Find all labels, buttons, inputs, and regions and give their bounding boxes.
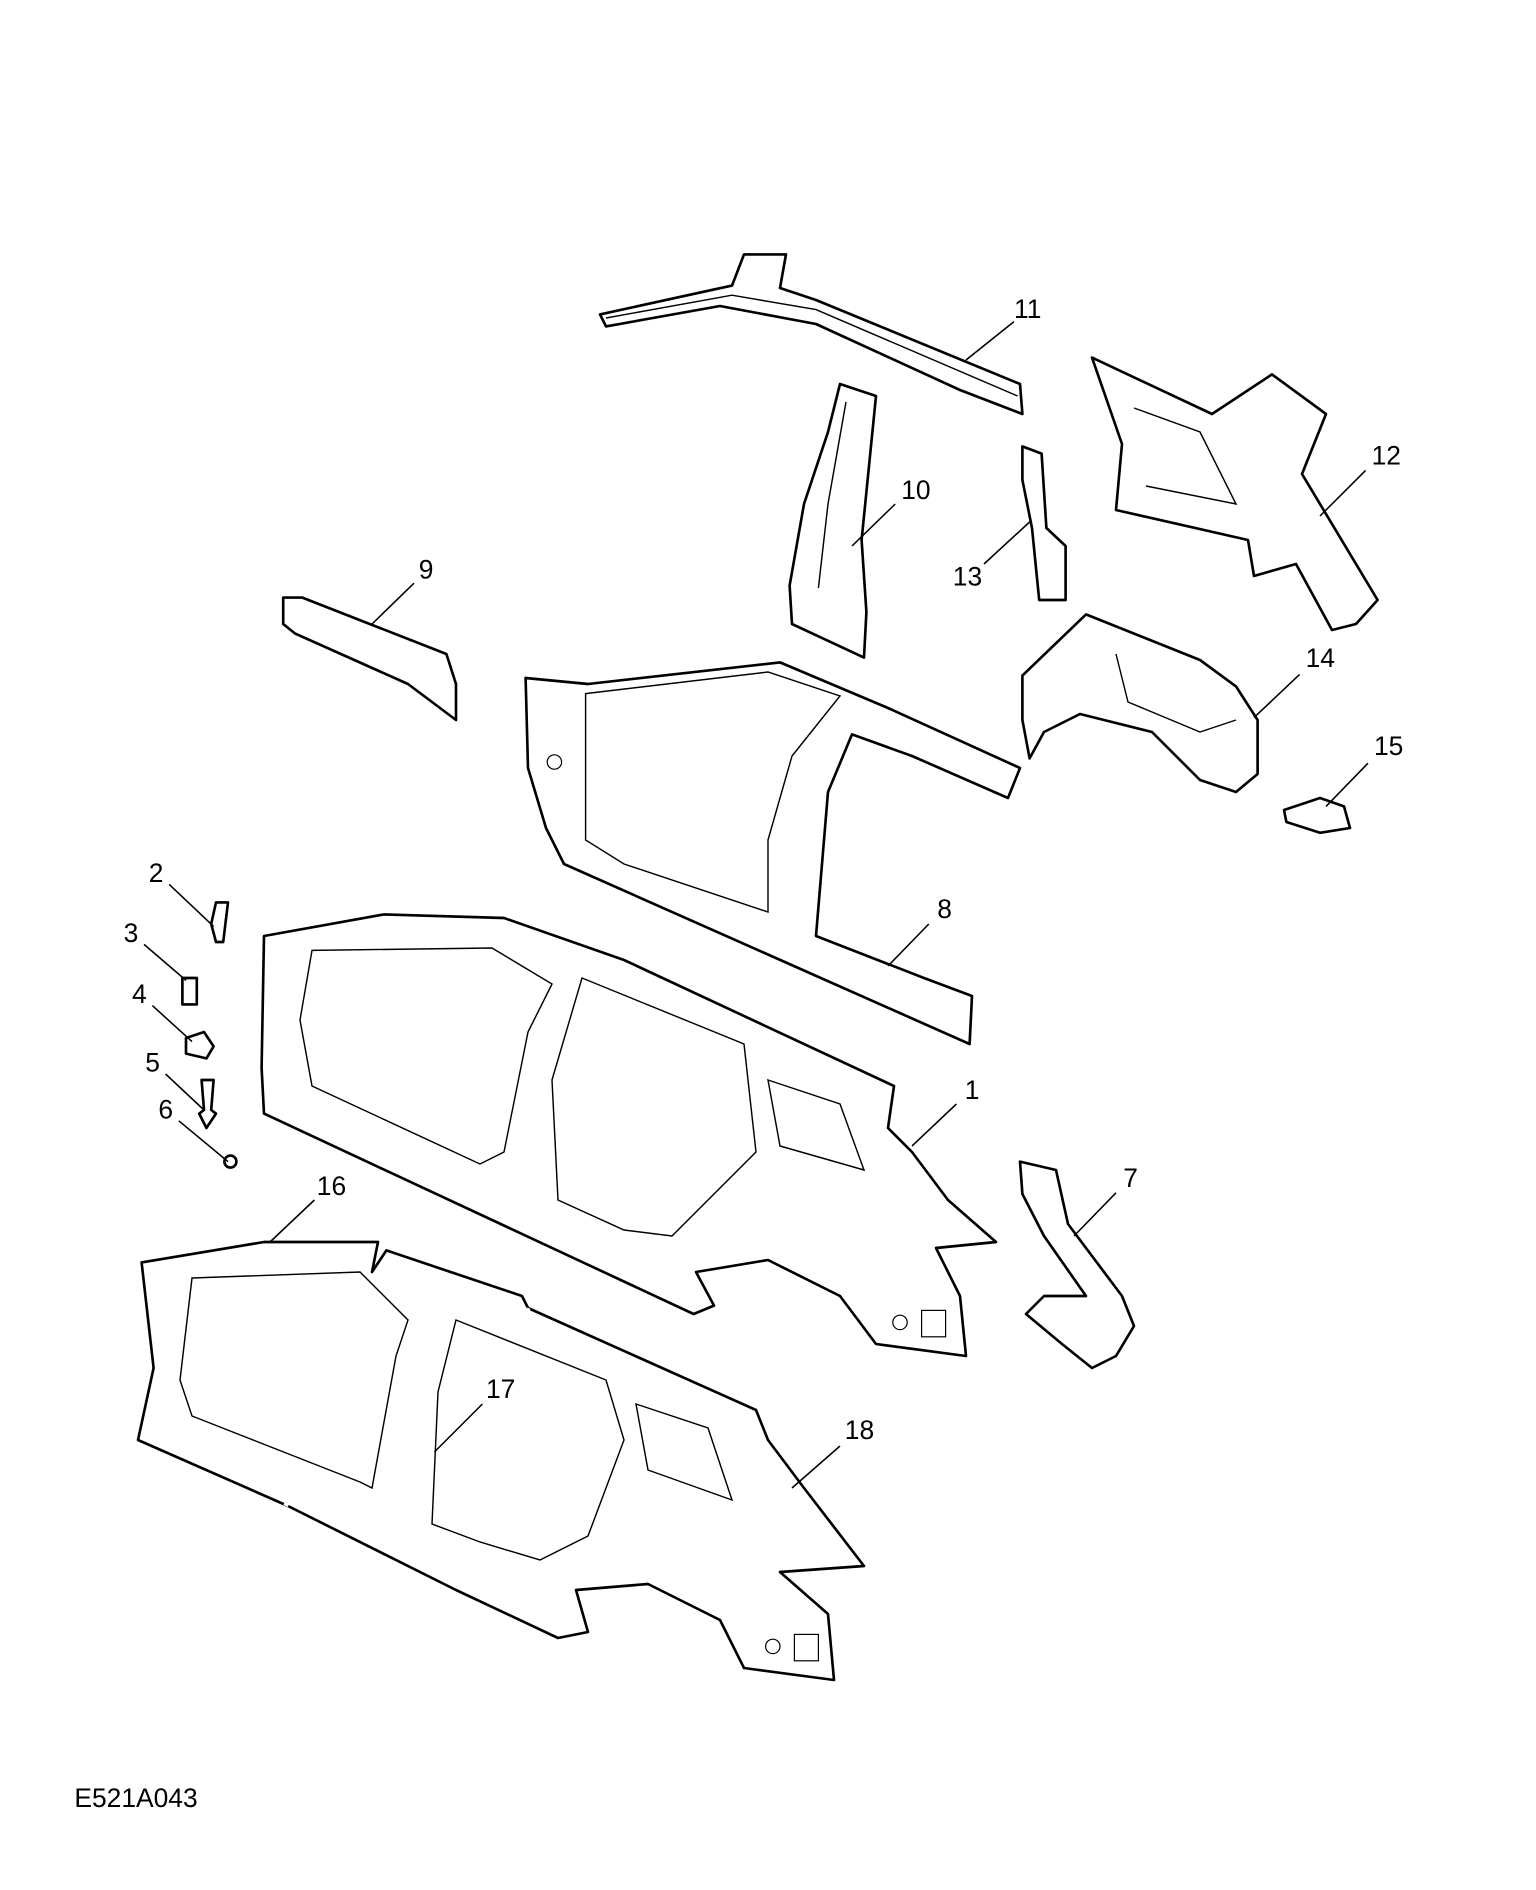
part-16-17-18-body-side-sections: [136, 1240, 866, 1682]
part-7-c-pillar-reinforcement: [1018, 1160, 1136, 1370]
callout-3: 3: [124, 918, 139, 948]
callout-4: 4: [132, 979, 147, 1009]
part-1-body-side-outer-panel: [260, 913, 998, 1358]
callout-16: 16: [317, 1171, 346, 1201]
diagram-code: E521A043: [74, 1783, 197, 1813]
callout-9: 9: [419, 554, 434, 584]
callout-2: 2: [149, 858, 164, 888]
part-13-bracket: [1021, 445, 1067, 602]
callout-12: 12: [1372, 440, 1401, 470]
callout-8: 8: [937, 894, 952, 924]
part-5-bracket: [197, 1078, 218, 1130]
callout-17: 17: [486, 1374, 515, 1404]
part-3-plate: [181, 976, 199, 1006]
part-15-bracket: [1282, 796, 1352, 835]
part-4-bracket: [184, 1030, 215, 1060]
part-6-fastener: [223, 1154, 238, 1169]
part-9-a-pillar-reinforcement: [281, 596, 458, 722]
callout-18: 18: [845, 1415, 874, 1445]
callout-5: 5: [145, 1048, 160, 1078]
part-14-wheelhouse: [1021, 613, 1259, 794]
callout-7: 7: [1123, 1163, 1138, 1193]
callout-11: 11: [1014, 294, 1041, 324]
callout-6: 6: [158, 1094, 173, 1124]
callout-13: 13: [953, 562, 982, 592]
part-8-inner-side-panel: [524, 661, 1022, 1046]
callout-15: 15: [1374, 731, 1403, 761]
callout-1: 1: [965, 1075, 980, 1105]
part-2-bracket: [209, 901, 230, 944]
part-10-b-pillar-reinforcement: [788, 382, 878, 659]
callout-14: 14: [1306, 643, 1335, 673]
part-11-roof-rail: [598, 253, 1024, 416]
part-12-rear-quarter-inner-panel: [1090, 356, 1379, 632]
callout-10: 10: [901, 475, 930, 505]
leader-lines: [143, 320, 1369, 1489]
